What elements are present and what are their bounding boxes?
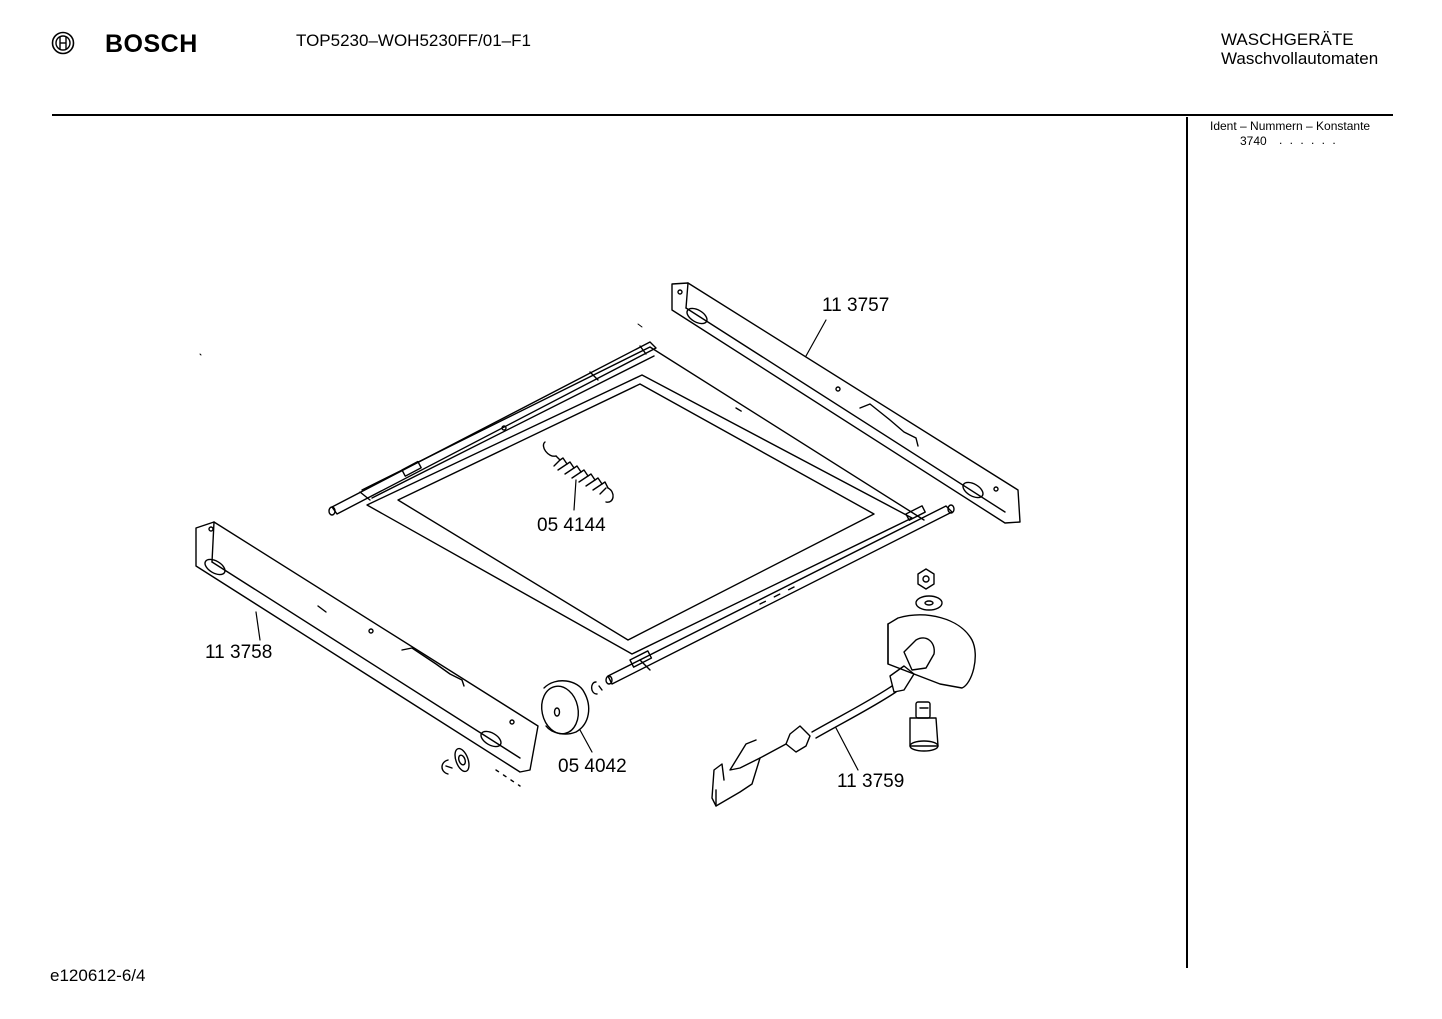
- brand-name: BOSCH: [105, 30, 198, 58]
- pivot-bolt-part: [909, 701, 939, 752]
- linkage-part: [711, 614, 976, 807]
- nut-washer-part: [915, 568, 943, 611]
- exploded-parts-drawing: 11 3757 05 4144 11 3758 05 4042 11 3759: [195, 282, 1021, 807]
- ident-label: Ident – Nummern – Konstante: [1210, 119, 1371, 133]
- header-divider: [52, 114, 1393, 116]
- ident-value: 3740: [1240, 134, 1267, 148]
- category-line-2: Waschvollautomaten: [1221, 49, 1379, 68]
- ident-dots: . . . . . .: [1279, 133, 1338, 147]
- document-title: TOP5230–WOH5230FF/01–F1: [296, 31, 531, 50]
- drawing-code: e120612-6/4: [50, 966, 146, 985]
- part-number-spring: 05 4144: [537, 515, 606, 536]
- washer-clip-part: [441, 747, 470, 775]
- sidebar-divider: [1186, 117, 1188, 968]
- part-number-linkage: 11 3759: [837, 771, 904, 792]
- front-rail-part: [195, 521, 539, 787]
- frame-part: [328, 341, 955, 685]
- top-rail-part: [671, 282, 1021, 524]
- category-heading: WASCHGERÄTE Waschvollautomaten: [1221, 30, 1378, 68]
- part-number-front-rail: 11 3758: [205, 642, 272, 663]
- part-number-wheel: 05 4042: [558, 756, 627, 777]
- category-line-1: WASCHGERÄTE: [1221, 30, 1354, 49]
- part-number-top-rail: 11 3757: [822, 295, 889, 316]
- leader-lines: [255, 319, 859, 771]
- bosch-logo-icon: [51, 31, 75, 55]
- wheel-part: [540, 680, 603, 735]
- spring-part: [542, 441, 614, 503]
